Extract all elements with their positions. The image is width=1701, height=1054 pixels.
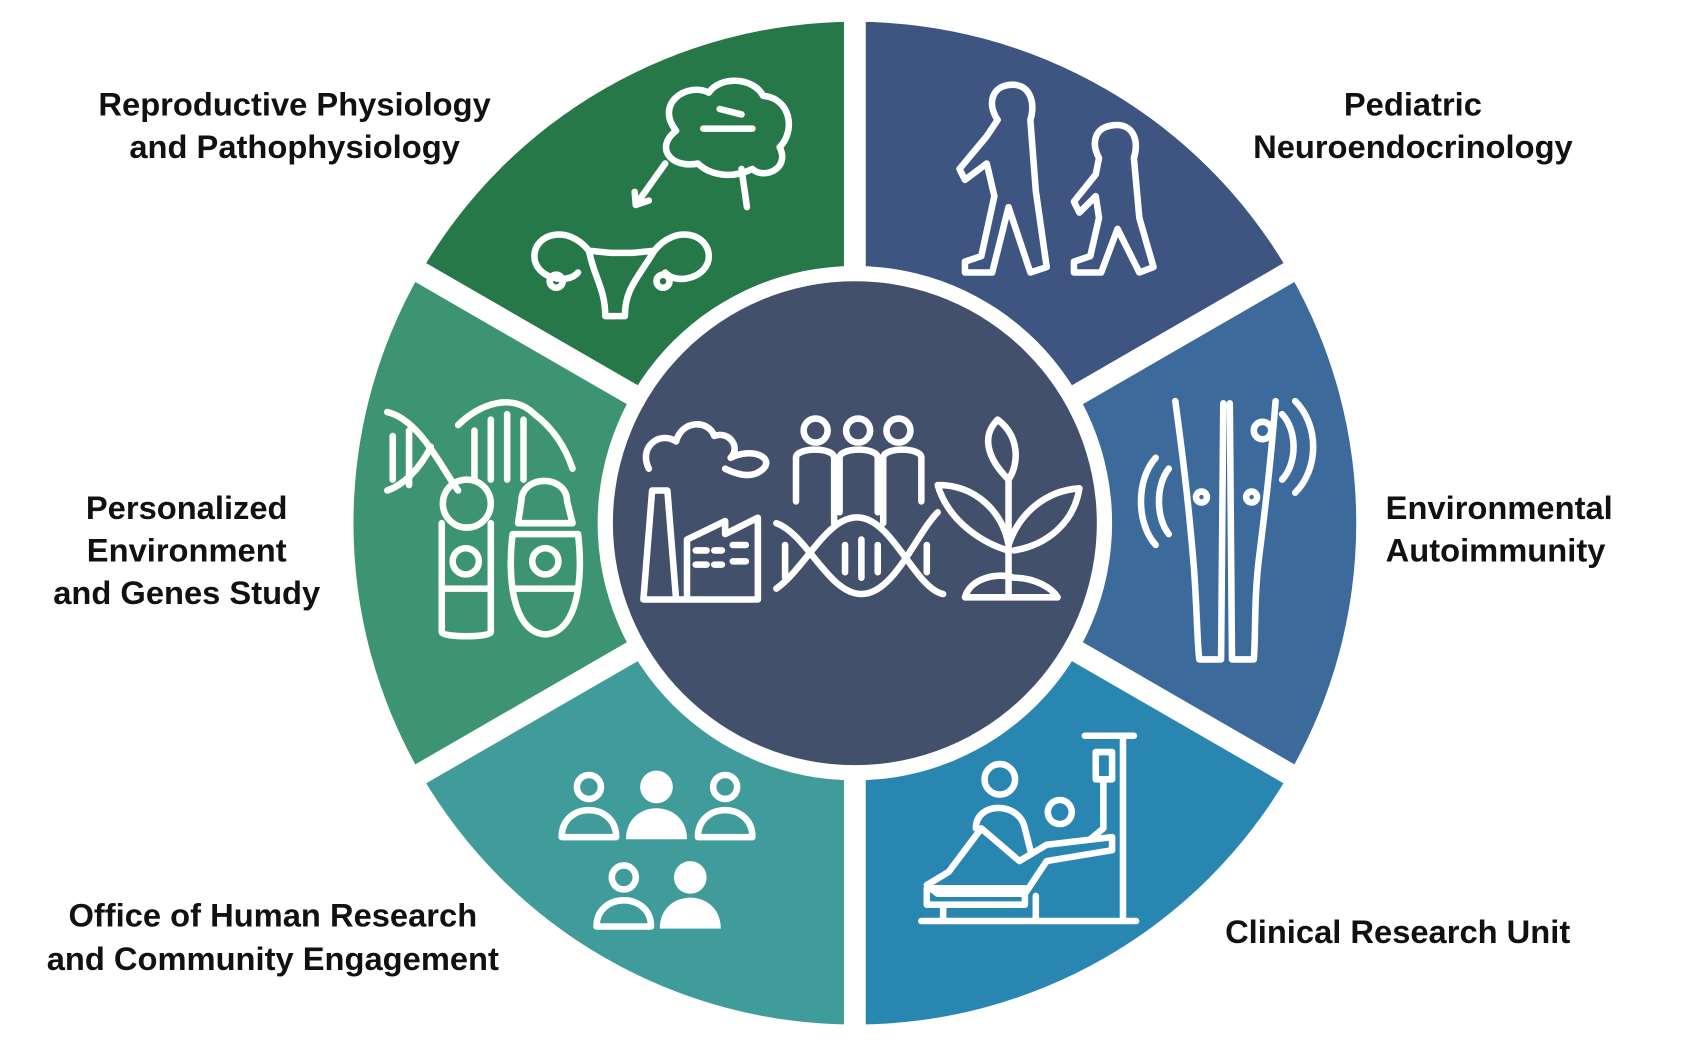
label-line: Personalized (86, 489, 288, 526)
segment-genes (353, 272, 667, 774)
environment-people-dna-plant-icon (640, 415, 1083, 603)
label-line: Pediatric (1344, 86, 1482, 123)
people-group-icon (558, 770, 756, 930)
body-signal-icon (1137, 397, 1317, 663)
label-clinical-research-unit: Clinical Research Unit (1225, 913, 1570, 950)
label-reproductive-physiology: Reproductive Physiology and Pathophysiol… (98, 86, 490, 166)
center-circle (612, 281, 1097, 766)
label-line: Autoimmunity (1386, 531, 1606, 568)
label-line: Environment (87, 531, 287, 568)
label-line: Neuroendocrinology (1253, 128, 1573, 165)
label-line: Clinical Research Unit (1225, 913, 1570, 950)
brain-uterus-icon (531, 77, 793, 320)
walking-children-icon (956, 81, 1157, 276)
label-line: Environmental (1386, 489, 1613, 526)
label-line: Reproductive Physiology (98, 86, 490, 123)
label-environmental-autoimmunity: Environmental Autoimmunity (1386, 489, 1613, 569)
label-pediatric-neuroendocrinology: Pediatric Neuroendocrinology (1253, 86, 1573, 166)
label-office-of-human-research: Office of Human Research and Community E… (47, 896, 499, 977)
label-line: and Community Engagement (47, 940, 499, 977)
label-line: Office of Human Research (68, 896, 477, 933)
label-line: and Pathophysiology (129, 128, 460, 165)
label-personalized-environment-genes: Personalized Environment and Genes Study (53, 489, 320, 611)
label-line: and Genes Study (53, 574, 320, 611)
segment-autoimmunity (1043, 272, 1357, 774)
hospital-bed-icon (918, 732, 1140, 925)
dna-people-icon (383, 399, 584, 640)
